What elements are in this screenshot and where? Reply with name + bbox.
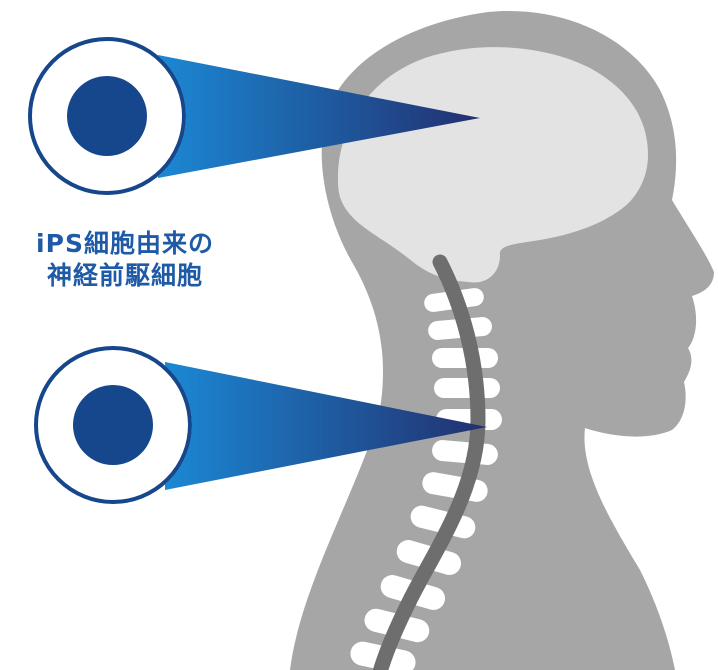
cell-circle-icon bbox=[28, 37, 186, 195]
vertebra bbox=[434, 378, 500, 398]
cell-type-label-line1: iPS細胞由来の bbox=[36, 229, 214, 258]
cell-type-label-line2: 神経前駆細胞 bbox=[46, 261, 203, 290]
cell-type-label: iPS細胞由来の 神経前駆細胞 bbox=[0, 228, 250, 292]
beam-to-brain bbox=[158, 55, 480, 178]
beam-to-spinal-cord bbox=[165, 362, 487, 490]
spinal-cord bbox=[372, 254, 486, 670]
cell-circle-icon bbox=[34, 346, 192, 504]
